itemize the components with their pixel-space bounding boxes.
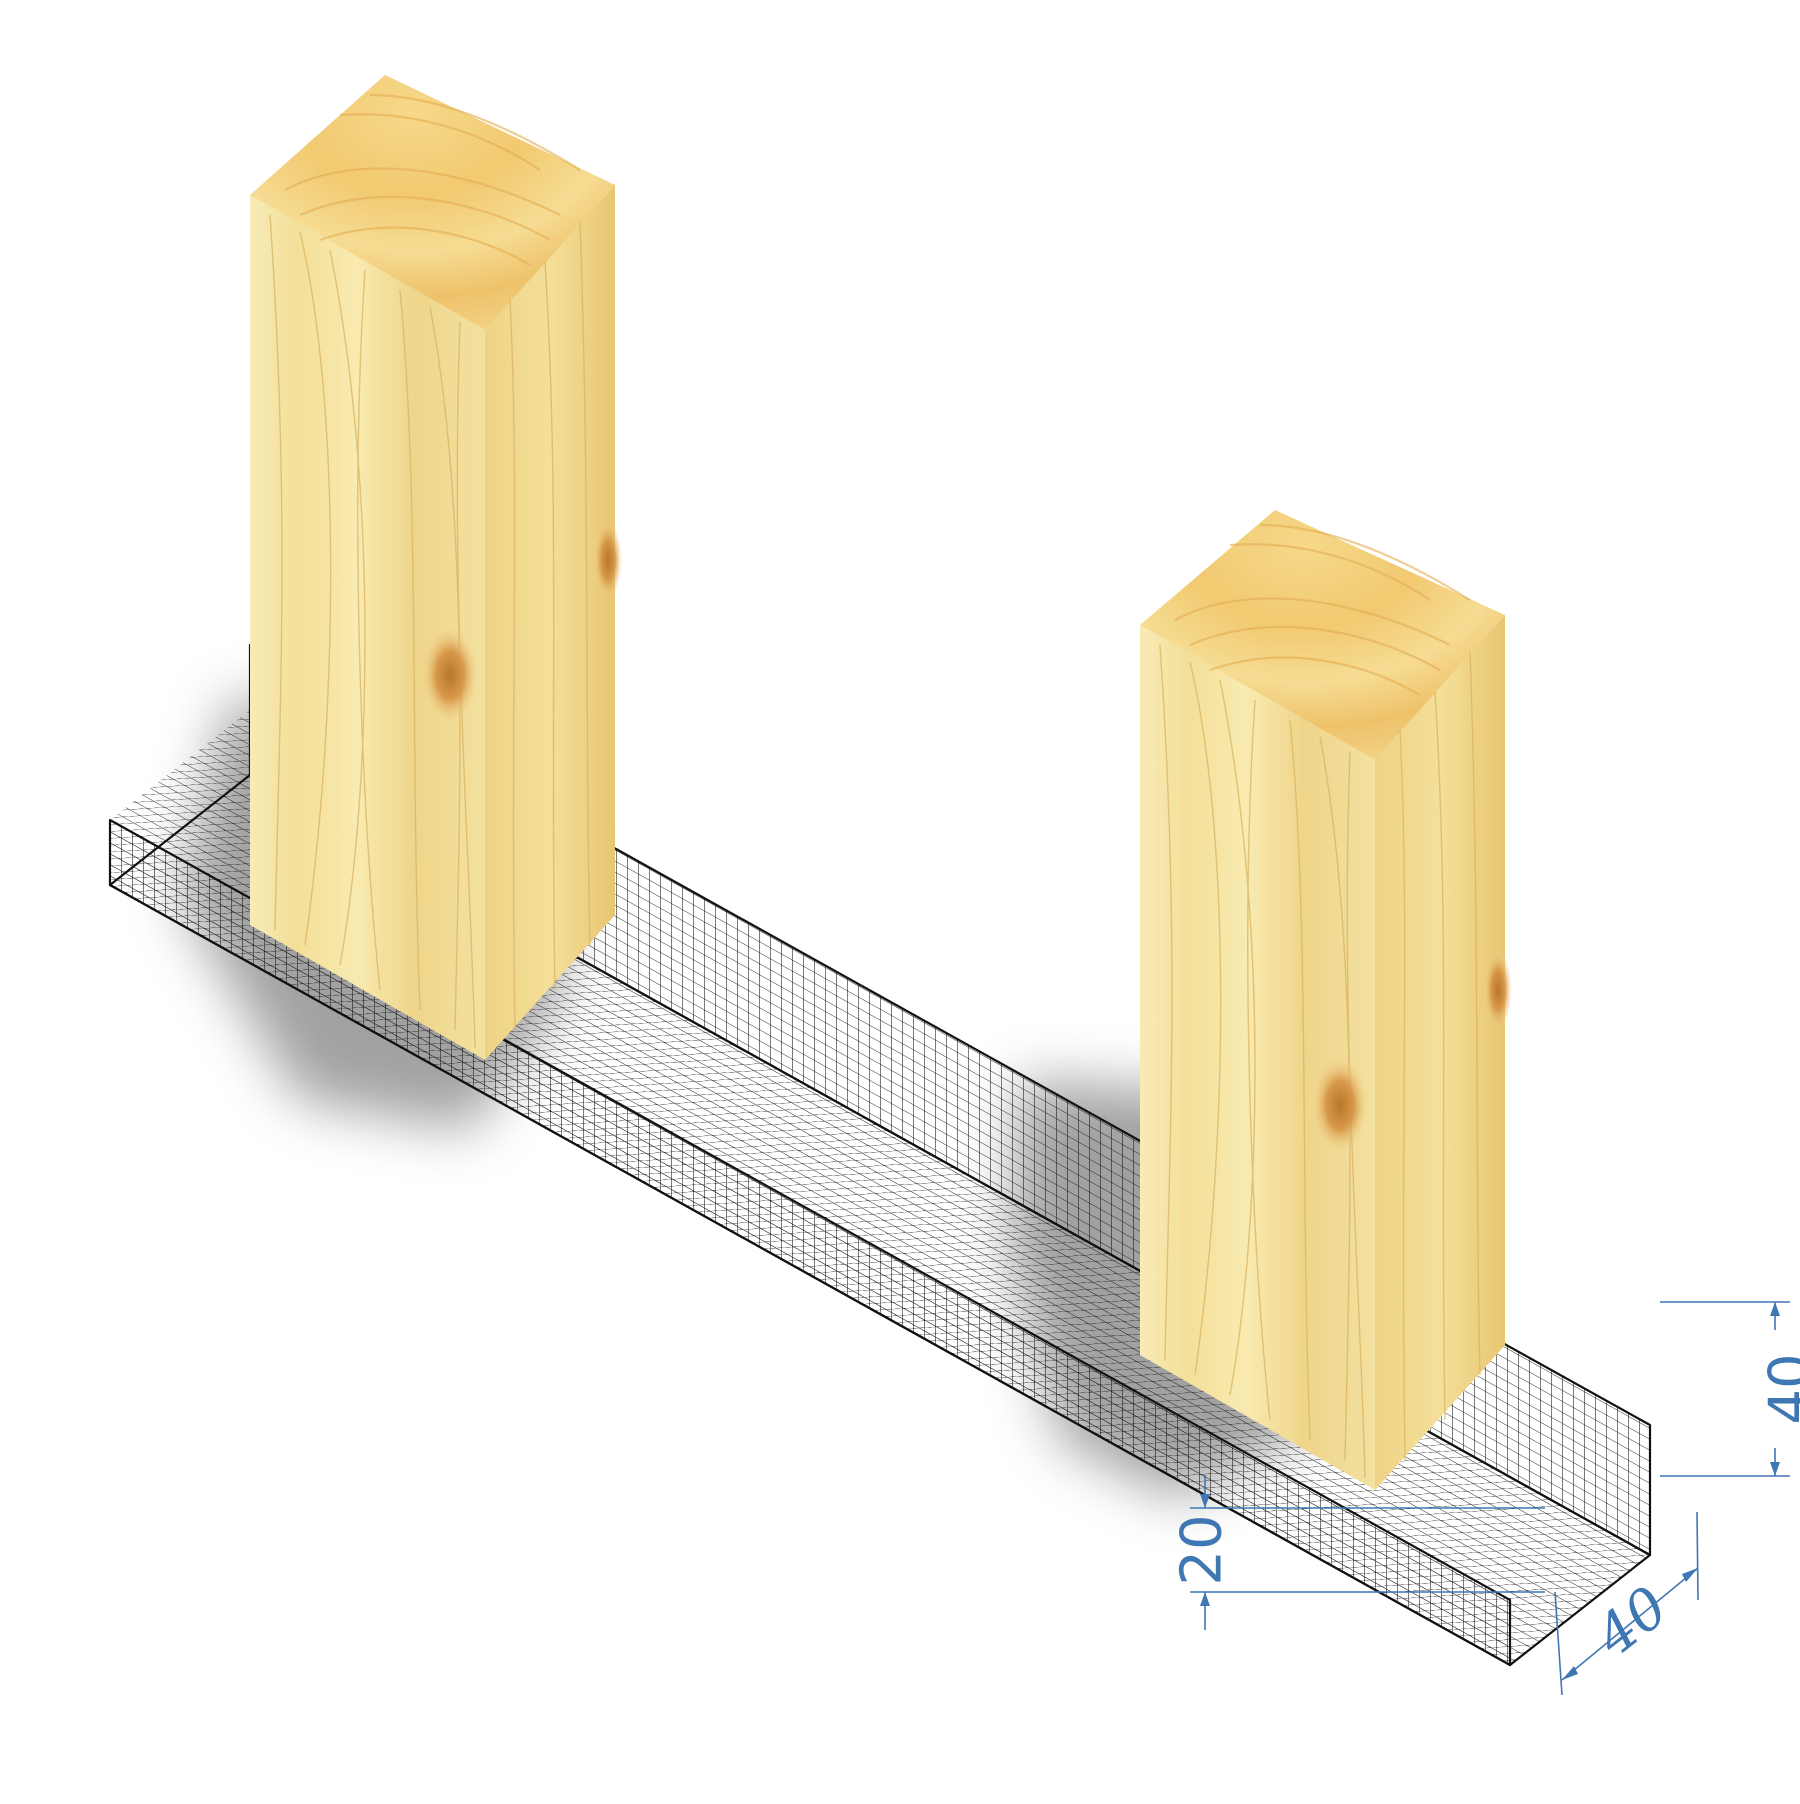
top-rings-left — [284, 93, 581, 266]
dimension-lip-height: 20 — [1170, 1475, 1545, 1630]
wooden-post-left — [250, 75, 622, 1060]
wood-grain-right — [1159, 644, 1481, 1479]
wood-knot-right — [1312, 1057, 1368, 1153]
dimension-flange-height: 40 — [1660, 1301, 1800, 1477]
wood-knot-left — [422, 627, 478, 723]
wood-grain-left — [269, 214, 591, 1049]
top-rings-right — [1174, 523, 1471, 696]
dimension-label-lip-height: 20 — [1170, 1514, 1235, 1585]
wooden-post-right — [1140, 510, 1512, 1490]
dimension-label-flange-height: 40 — [1758, 1353, 1800, 1424]
